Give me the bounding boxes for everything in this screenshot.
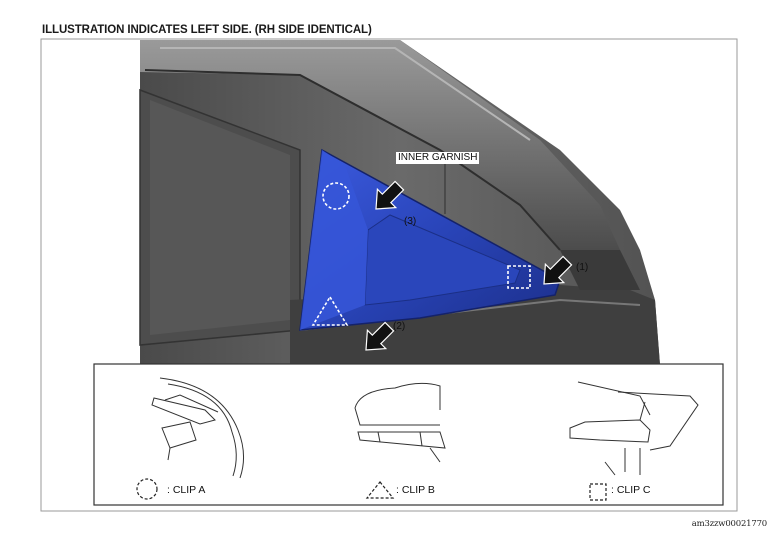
- inner-garnish: [299, 148, 561, 331]
- clip-a-detail: [151, 377, 244, 479]
- arrow-step-1-icon: [543, 255, 573, 285]
- clip-b-marker: [311, 295, 349, 326]
- clip-c-legend-icon: [589, 483, 607, 501]
- arrow-step-3-icon: [375, 180, 405, 210]
- clip-c-legend-label: : CLIP C: [611, 484, 651, 496]
- inner-garnish-label: INNER GARNISH: [396, 152, 480, 164]
- clip-c-detail: [569, 381, 699, 476]
- clip-b-legend-icon: [365, 481, 395, 499]
- clip-b-detail: [354, 382, 446, 463]
- arrow-step-2-icon: [365, 321, 395, 351]
- illustration-title: ILLUSTRATION INDICATES LEFT SIDE. (RH SI…: [42, 24, 372, 36]
- frame-border: [40, 38, 738, 512]
- clip-b-legend-label: : CLIP B: [396, 484, 435, 496]
- step-3-label: (3): [404, 216, 417, 227]
- document-id: am3zzw00021770: [691, 519, 767, 529]
- clip-a-legend-label: : CLIP A: [167, 484, 206, 496]
- step-2-label: (2): [393, 321, 406, 332]
- clip-c-marker: [507, 265, 531, 289]
- clip-a-marker: [322, 182, 350, 210]
- step-1-label: (1): [576, 262, 589, 273]
- clip-a-legend-icon: [136, 478, 158, 500]
